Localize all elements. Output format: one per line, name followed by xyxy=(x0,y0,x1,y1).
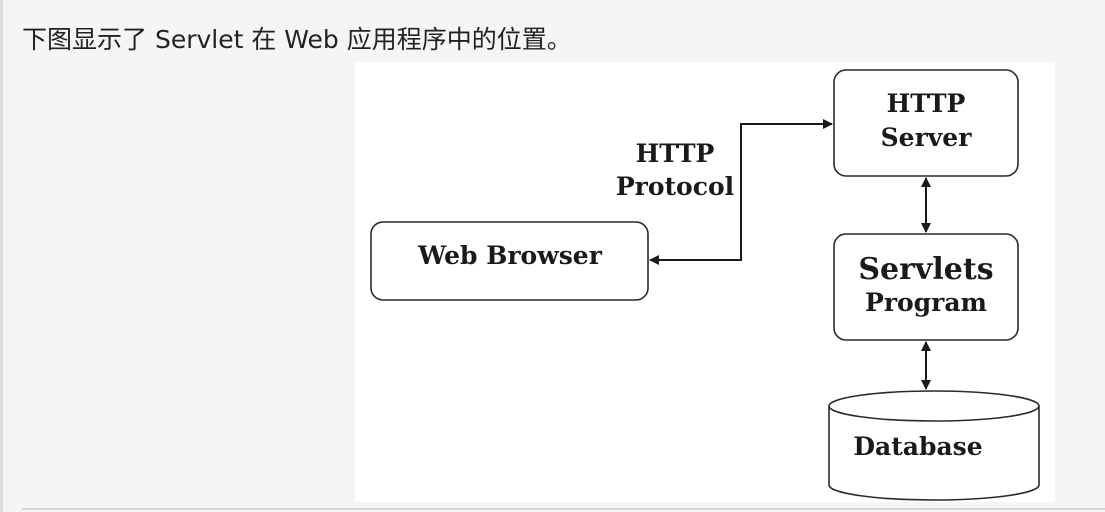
protocol-label-line1: HTTP xyxy=(636,139,715,168)
http-server-label-line2: Server xyxy=(881,123,973,152)
web-browser-box: Web Browser xyxy=(370,221,649,301)
left-border xyxy=(0,0,3,512)
servlets-program-label-line1: Servlets xyxy=(858,252,993,287)
web-browser-label: Web Browser xyxy=(417,241,603,270)
browser-server-connector xyxy=(649,119,833,265)
database-label: Database xyxy=(853,432,982,461)
database-cylinder: Database xyxy=(828,390,1040,501)
bottom-divider xyxy=(22,508,1105,510)
servlets-program-label-line2: Program xyxy=(865,288,987,317)
http-server-box: HTTP Server xyxy=(833,69,1019,177)
protocol-label-line2: Protocol xyxy=(616,172,734,201)
http-server-label-line1: HTTP xyxy=(887,89,966,118)
servlets-program-box: Servlets Program xyxy=(833,233,1019,341)
caption-text: 下图显示了 Servlet 在 Web 应用程序中的位置。 xyxy=(22,25,572,54)
